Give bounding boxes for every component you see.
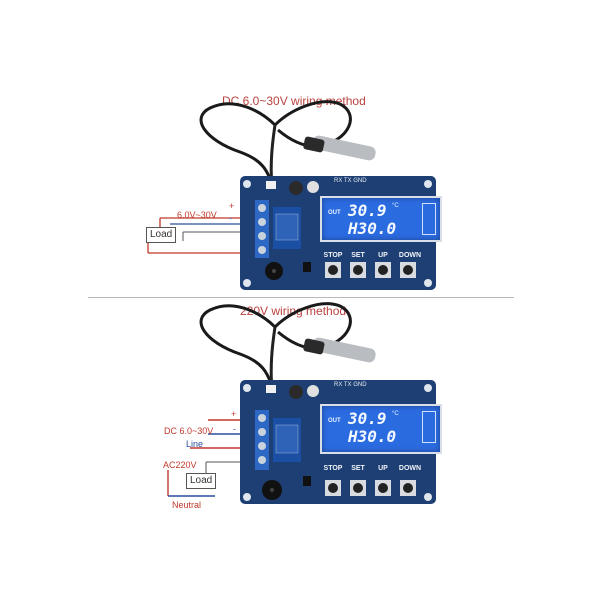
bottom-up-label: UP [378,465,388,472]
bottom-ac-label: AC220V [163,460,197,470]
temperature-probe [303,337,376,363]
top-stop-label: STOP [323,252,343,259]
bottom-load-box: Load [186,473,217,489]
bottom-lcd-setpoint: H30.0 [348,427,397,446]
bottom-plus-label: + [231,409,237,419]
top-minus-label: - [229,213,232,223]
section-divider [88,297,514,298]
bottom-lcd-unit: °C [392,411,399,417]
top-lcd-unit: °C [392,203,399,209]
top-up-label: UP [378,252,388,259]
bottom-header-pins: RX TX GND [334,382,367,388]
top-title: DC 6.0~30V wiring method [222,94,366,108]
top-load-box: Load [146,227,177,243]
bottom-lcd-display: OUT 30.9 °C H30.0 [320,404,442,454]
top-down-label: DOWN [398,252,422,259]
bottom-lcd-side-indicator [422,411,436,443]
top-set-label: SET [351,252,365,259]
bottom-lcd-temp: 30.9 [348,409,387,428]
bottom-line-label: Line [186,439,204,449]
top-plus-label: + [229,201,235,211]
top-lcd-temp: 30.9 [348,201,387,220]
top-header-pins: RX TX GND [334,178,367,184]
bottom-title: 220V wiring method [240,304,347,318]
bottom-stop-label: STOP [323,465,343,472]
top-buttons [325,262,416,278]
temperature-probe [303,135,376,161]
bottom-lcd-out: OUT [328,418,341,424]
top-lcd-setpoint: H30.0 [348,219,397,238]
top-lcd-out: OUT [328,210,341,216]
bottom-down-label: DOWN [398,465,422,472]
top-lcd-display: OUT 30.9 °C H30.0 [320,196,442,242]
bottom-minus-label: - [233,424,236,434]
bottom-dc-label: DC 6.0~30V [164,426,214,436]
top-supply-label: 6.0V~30V [177,210,217,220]
bottom-set-label: SET [351,465,365,472]
top-lcd-side-indicator [422,203,436,235]
bottom-neutral-label: Neutral [172,500,202,510]
bottom-buttons [325,480,416,496]
